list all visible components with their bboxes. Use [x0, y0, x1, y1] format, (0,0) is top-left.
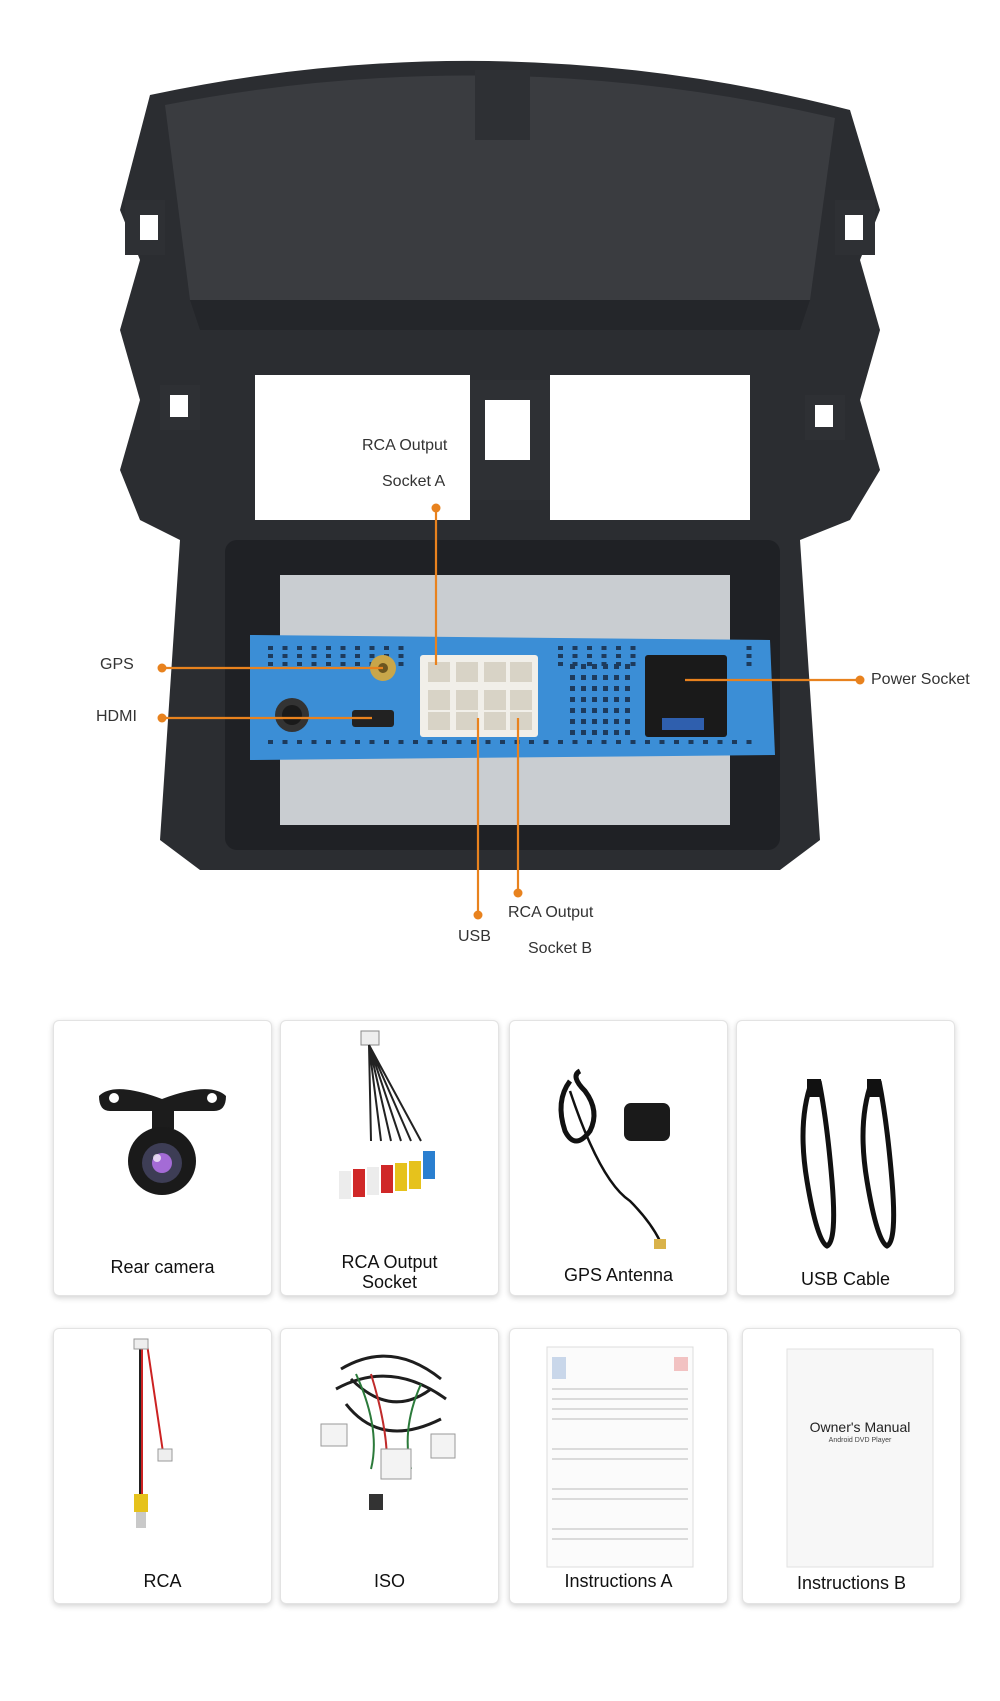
card-rear-camera: Rear camera [53, 1020, 272, 1296]
gps-antenna-image [558, 1068, 670, 1249]
label-instructions-a: Instructions A [564, 1571, 673, 1591]
card-rca: RCA [53, 1328, 272, 1604]
iso-harness-image [320, 1354, 456, 1510]
usb-cable-image [800, 1079, 897, 1249]
callout-gps: GPS [100, 656, 134, 673]
callout-rca-b-line1: RCA Output [508, 904, 594, 921]
label-gps-antenna: GPS Antenna [563, 1265, 674, 1285]
power-socket [645, 655, 727, 737]
card-rca-output-socket: RCA Output Socket [280, 1020, 499, 1296]
label-instructions-b: Instructions B [796, 1573, 907, 1593]
card-usb-cable: USB Cable [736, 1020, 955, 1296]
hood-panel [165, 75, 835, 300]
label-usb-cable: USB Cable [800, 1269, 891, 1289]
label-rca: RCA [143, 1571, 182, 1591]
manual-subtitle: Android DVD Player [828, 1437, 892, 1444]
manual-title: Owner's Manual [809, 1419, 911, 1435]
card-iso: ISO [280, 1328, 499, 1604]
card-instructions-a: Instructions A [509, 1328, 728, 1604]
rca-cable-image [133, 1338, 173, 1528]
hdmi-port [352, 710, 394, 727]
stereo-frame-diagram [120, 60, 880, 920]
callout-rca-a-line2: Socket A [382, 473, 446, 490]
instructions-b-image [786, 1348, 934, 1568]
rear-camera-image [99, 1089, 226, 1195]
callout-rca-a-line1: RCA Output [362, 437, 448, 454]
instructions-a-image [546, 1346, 694, 1568]
card-gps-antenna: GPS Antenna [509, 1020, 728, 1296]
rca-output-socket-image [339, 1030, 435, 1199]
callout-rca-b-line2: Socket B [528, 940, 593, 957]
label-iso: ISO [373, 1571, 405, 1591]
label-rear-camera: Rear camera [110, 1257, 215, 1277]
label-rca-output-line2: Socket [361, 1272, 418, 1292]
callout-hdmi: HDMI [96, 708, 137, 725]
callout-power-socket: Power Socket [871, 671, 970, 688]
callout-usb: USB [458, 928, 491, 945]
label-rca-output-line1: RCA Output [341, 1252, 438, 1272]
card-instructions-b: Owner's Manual Android DVD Player Instru… [742, 1328, 961, 1604]
